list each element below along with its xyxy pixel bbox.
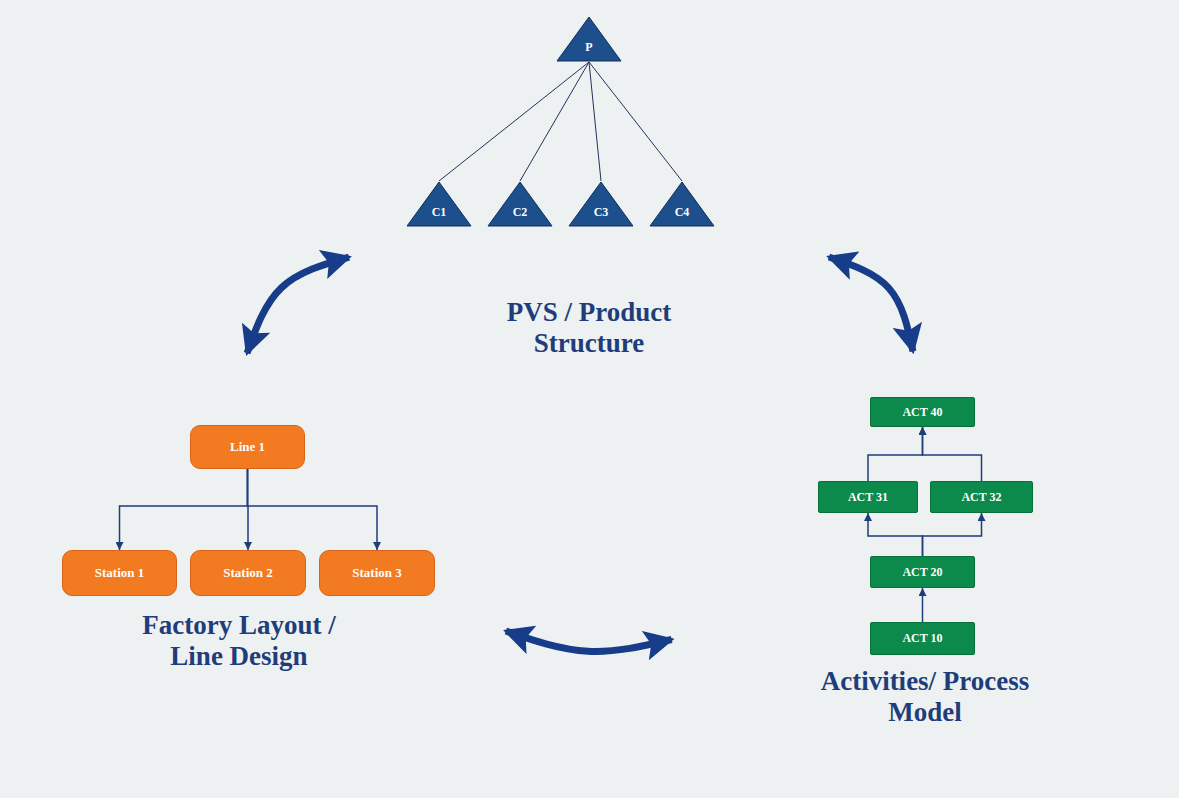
blank-patch [370,768,870,798]
circle-ground [372,2,806,436]
box-label: ACT 32 [961,490,1001,505]
station-box: Station 3 [319,550,435,596]
view-title: Factory Layout / Line Design [123,610,355,672]
circle-ground [721,377,1129,785]
triangle-shape [487,181,553,227]
circle-border [34,379,444,789]
box-label: ACT 20 [902,565,942,580]
component-triangle: C2 [487,181,553,227]
triangle-shape [556,16,622,62]
triangle-label: P [585,40,592,55]
view-title: Activities/ Process Model [820,666,1030,728]
activity-box: ACT 40 [870,397,975,427]
flow-arrow [923,513,982,556]
triangle-fill [557,17,621,61]
activity-box: ACT 10 [870,622,975,655]
triangle-label: C4 [675,205,690,220]
view-link-arrow [247,257,349,353]
flow-arrow [923,427,982,481]
triangle-fill [569,182,633,226]
triangle-label: C1 [432,205,447,220]
component-triangle: C4 [649,181,715,227]
triangle-shape [406,181,472,227]
component-triangle: C3 [568,181,634,227]
process-illustration [720,470,1140,798]
box-label: Station 1 [95,565,144,581]
tree-line [589,62,601,181]
product-triangle: P [556,16,622,62]
circle-border [372,2,806,436]
flow-arrow [248,469,378,550]
station-box: Station 1 [62,550,177,596]
activity-box: ACT 31 [818,481,918,513]
box-label: Station 2 [223,565,272,581]
box-label: ACT 40 [902,405,942,420]
flow-arrow [868,427,923,481]
view-circle: Activities/ Process Model ACT 40 ACT 31 ACT… [720,376,1130,786]
flow-arrow [922,588,924,622]
triangle-fill [488,182,552,226]
line-box: Line 1 [190,425,305,469]
tree-line [520,62,589,181]
flow-arrow [868,513,923,556]
tree-line [439,62,589,181]
station-box: Station 2 [190,550,306,596]
view-circle: PVS / Product Structure P C1 C2 C3 C4 [371,1,807,437]
factory-illustration [40,380,440,798]
box-label: Station 3 [352,565,401,581]
triangle-label: C3 [594,205,609,220]
product-illustration [331,0,788,468]
activity-box: ACT 20 [870,556,975,588]
box-label: ACT 10 [902,631,942,646]
view-circle: Factory Layout / Line Design Line 1 Statio… [33,378,445,790]
flow-arrow [120,469,248,550]
triangle-shape [649,181,715,227]
box-label: Line 1 [230,439,265,455]
view-link-arrow [506,631,672,651]
triangle-label: C2 [513,205,528,220]
activity-box: ACT 32 [930,481,1033,513]
triangle-shape [568,181,634,227]
triangle-fill [407,182,471,226]
circle-border [721,377,1129,785]
view-title: PVS / Product Structure [454,297,724,359]
tree-line [589,62,682,181]
box-label: ACT 31 [848,490,888,505]
triangle-fill [650,182,714,226]
view-link-arrow [829,257,913,351]
circle-ground [34,379,444,789]
component-triangle: C1 [406,181,472,227]
